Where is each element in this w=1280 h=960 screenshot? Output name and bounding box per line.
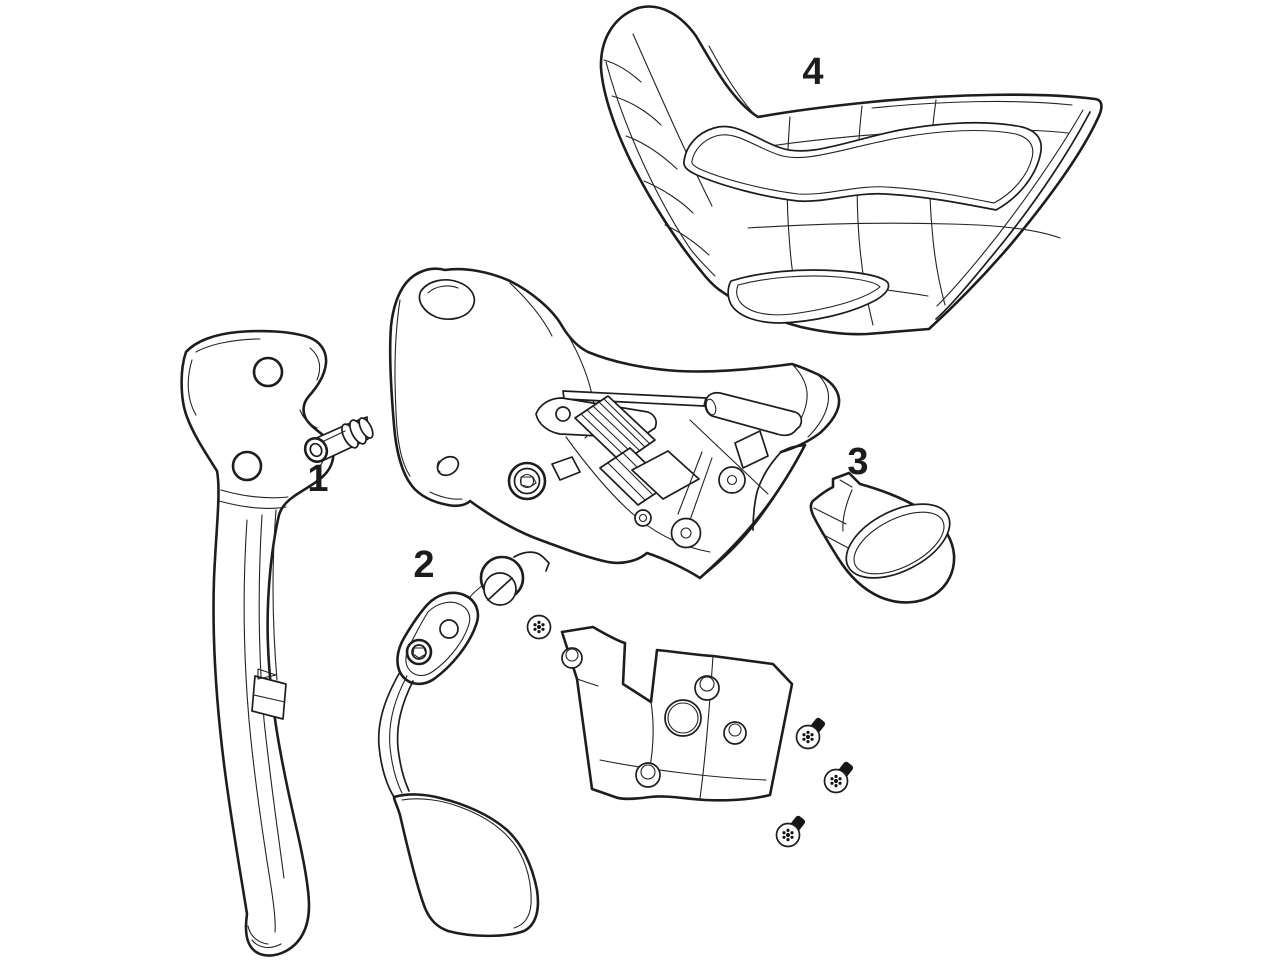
torx-screw-c: [823, 761, 854, 794]
torx-screw-b: [795, 717, 826, 750]
bottom-cover-plate-drawing: [560, 625, 794, 802]
torx-screw-d: [775, 815, 806, 848]
brake-lever-blade-drawing: [180, 329, 335, 957]
torx-screw-a: [526, 614, 552, 640]
shift-paddle-drawing: [377, 551, 550, 938]
pivot-pin-drawing: [303, 416, 374, 463]
part-2-label: 2: [413, 544, 434, 586]
clamp-band-drawing: [809, 471, 956, 604]
part-1-label: 1: [307, 458, 328, 500]
hood-cover-drawing: [599, 5, 1103, 336]
shifter-body-drawing: [388, 267, 841, 580]
part-4-label: 4: [802, 51, 823, 93]
part-3-label: 3: [847, 441, 868, 483]
